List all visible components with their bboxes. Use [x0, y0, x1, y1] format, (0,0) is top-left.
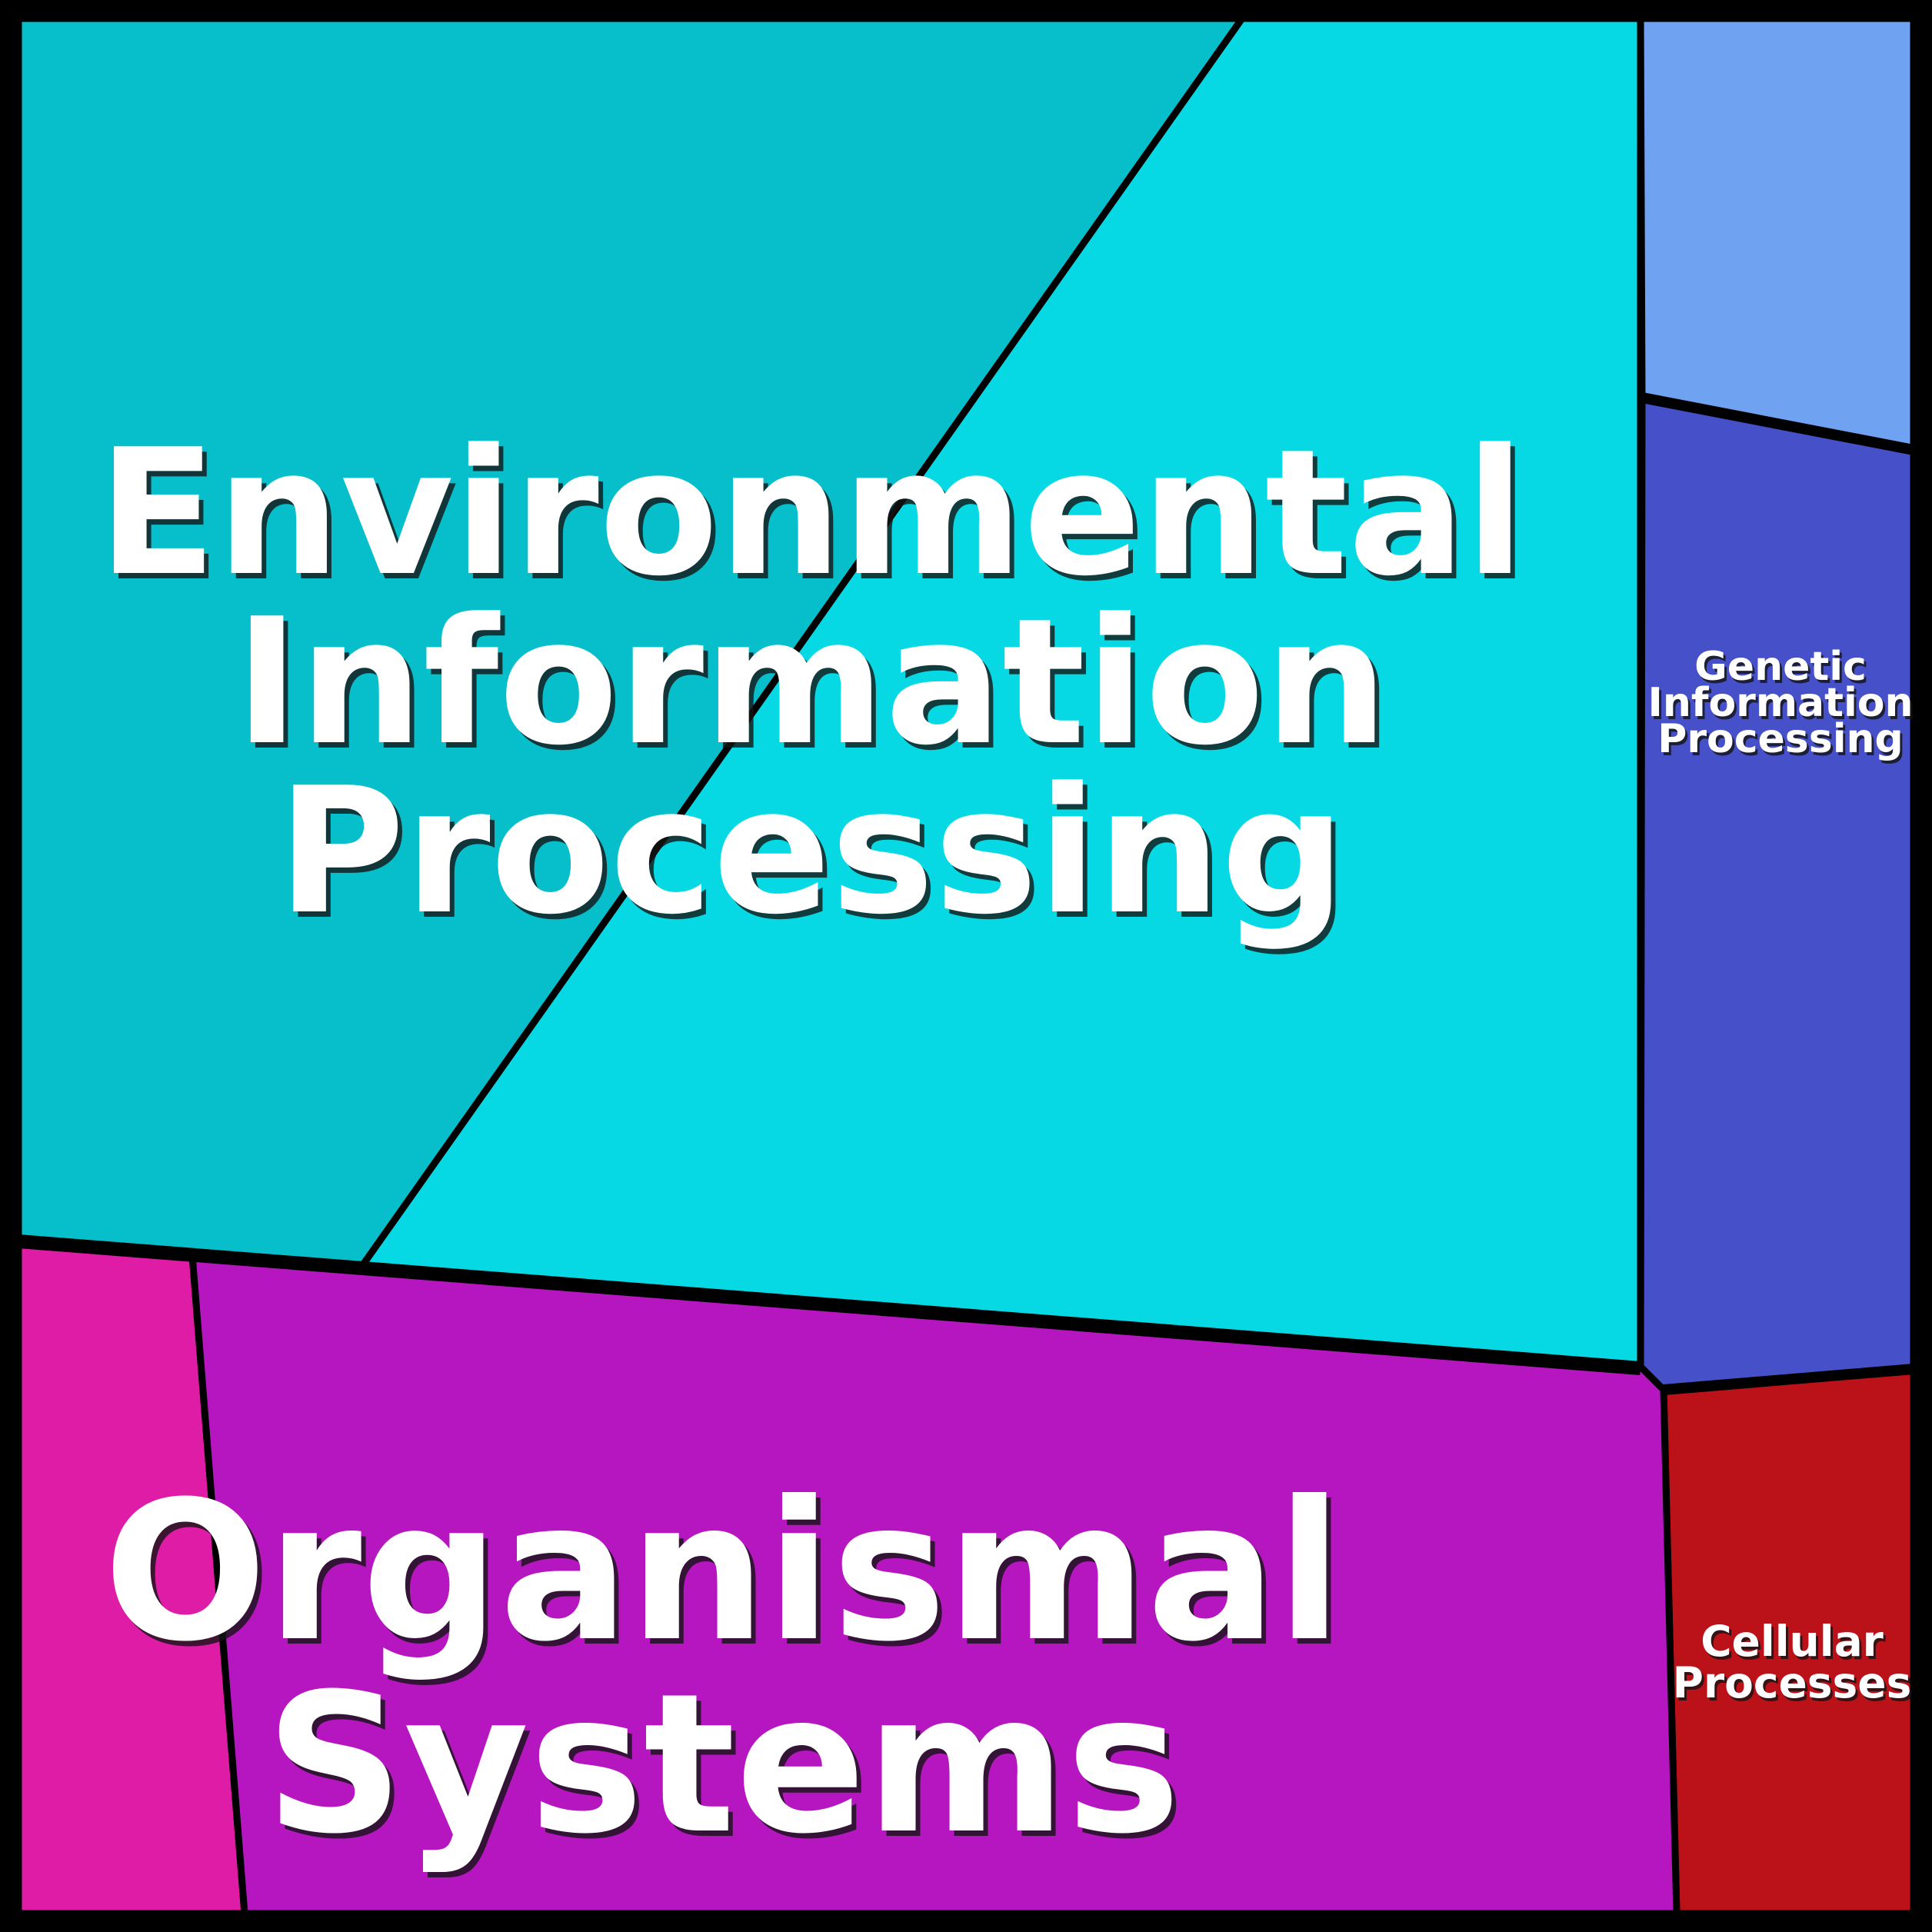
label-environmental-shadow-line2: Information [239, 587, 1393, 789]
label-genetic-shadow-line2: Information [1650, 683, 1915, 729]
label-environmental-line3: Processing [278, 751, 1346, 953]
label-genetic-shadow-line3: Processing [1660, 719, 1906, 765]
region-genetic-top [1637, 15, 1917, 455]
label-cellular-line1: Cellular [1700, 1617, 1884, 1666]
label-genetic-line1: Genetic [1694, 644, 1867, 690]
label-environmental: Environmental Information Processing Env… [98, 412, 1529, 958]
label-genetic-line2: Information [1647, 680, 1913, 726]
label-environmental-line1: Environmental [98, 412, 1524, 615]
label-genetic-shadow-line1: Genetic [1697, 647, 1869, 693]
label-organismal-line1: Organismal [104, 1460, 1343, 1684]
region-genetic-main [1637, 393, 1917, 1394]
label-environmental-shadow-line1: Environmental [102, 418, 1529, 620]
label-cellular: Cellular Processes Cellular Processes [1673, 1617, 1914, 1710]
label-organismal-shadow-line2: Systems [270, 1657, 1185, 1881]
label-cellular-shadow-line2: Processes [1675, 1661, 1914, 1710]
boundary-genetic-subcells [1641, 392, 1915, 455]
label-genetic: Genetic Information Processing Genetic I… [1647, 644, 1915, 765]
label-organismal-shadow-line1: Organismal [108, 1465, 1347, 1689]
label-environmental-shadow-line3: Processing [282, 756, 1351, 958]
label-cellular-line2: Processes [1673, 1658, 1912, 1707]
label-environmental-line2: Information [235, 581, 1388, 784]
label-cellular-shadow-line1: Cellular [1703, 1620, 1886, 1669]
label-genetic-line3: Processing [1657, 716, 1904, 762]
boundary-genetic-cellular [1663, 1364, 1914, 1395]
boundary-environmental-organismal [18, 1234, 1641, 1375]
label-organismal: Organismal Systems Organismal Systems [104, 1460, 1347, 1881]
label-organismal-line2: Systems [265, 1652, 1181, 1876]
